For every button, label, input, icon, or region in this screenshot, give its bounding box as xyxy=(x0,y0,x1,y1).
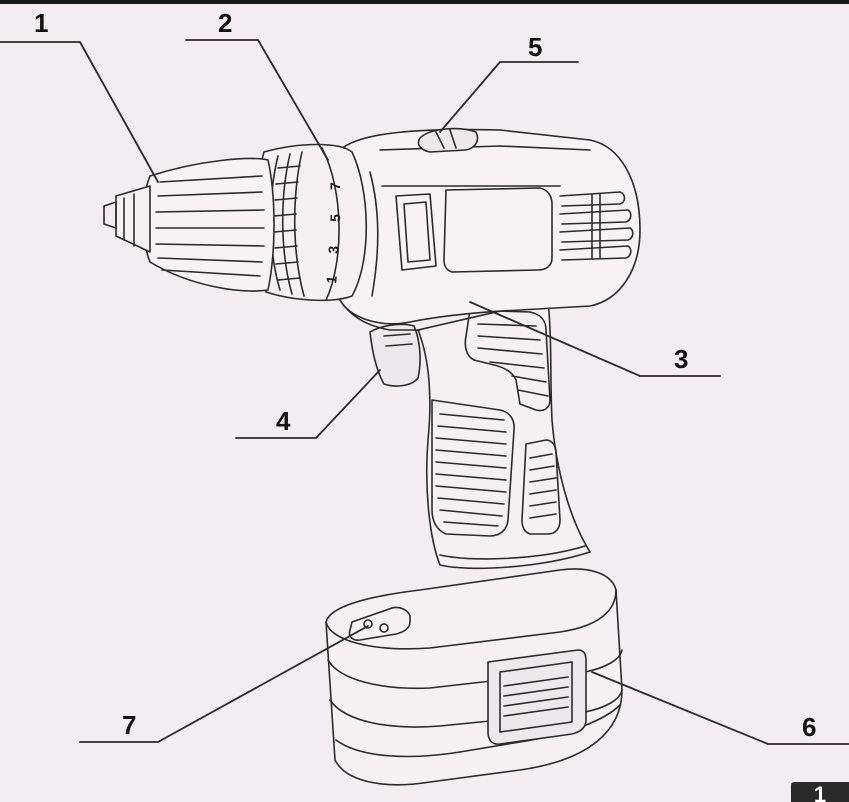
callout-3: 3 xyxy=(674,344,688,374)
leader-lines xyxy=(0,39,849,745)
top-rule xyxy=(0,0,849,4)
leader-line-4 xyxy=(235,369,381,439)
battery-indicator-plate xyxy=(348,606,411,641)
leader-line-2 xyxy=(185,39,329,161)
callout-2: 2 xyxy=(218,8,232,38)
torque-scale-1: 1 xyxy=(323,275,340,285)
callout-6: 6 xyxy=(802,712,816,742)
page-number: 1 xyxy=(813,782,827,802)
callout-numbers: 1 2 5 3 4 7 6 xyxy=(34,8,816,742)
leader-line-5 xyxy=(439,61,579,133)
drill-handle xyxy=(417,299,591,570)
trigger-switch xyxy=(369,323,421,387)
torque-scale-7: 7 xyxy=(327,182,343,190)
keyless-chuck xyxy=(103,157,275,292)
callout-5: 5 xyxy=(528,32,542,62)
torque-scale-3: 3 xyxy=(325,245,342,254)
leader-line-7 xyxy=(79,625,369,743)
leader-line-3 xyxy=(469,301,721,377)
callout-7: 7 xyxy=(122,710,136,740)
page-number-tab: 1 xyxy=(791,782,849,802)
gear-selector-switch xyxy=(417,127,479,153)
leader-line-1 xyxy=(0,41,159,183)
torque-scale: 1 3 5 7 xyxy=(323,182,343,284)
battery-release-latch xyxy=(487,649,587,745)
callout-1: 1 xyxy=(34,8,48,38)
torque-scale-5: 5 xyxy=(327,214,343,223)
leader-line-6 xyxy=(591,671,849,745)
motor-housing xyxy=(339,127,641,331)
cooling-vents xyxy=(559,191,634,261)
battery-pack xyxy=(325,568,623,786)
callout-4: 4 xyxy=(276,406,291,436)
